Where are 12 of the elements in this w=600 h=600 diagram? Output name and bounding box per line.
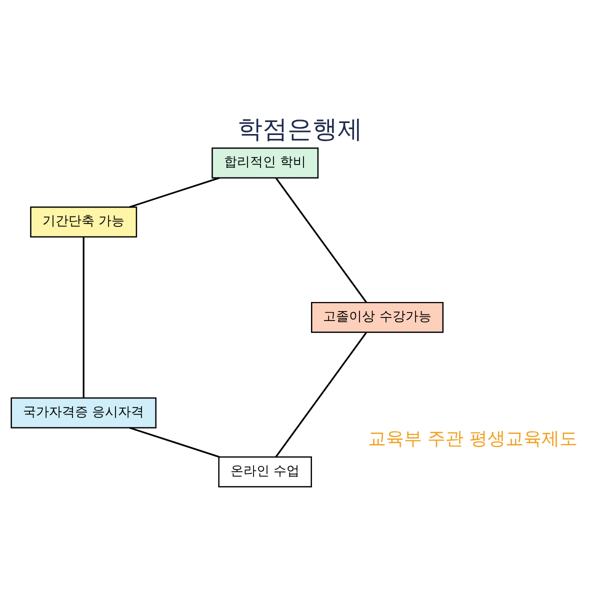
node-box: 합리적인 학비	[212, 147, 319, 178]
connector	[129, 176, 220, 208]
node-box: 기간단축 가능	[30, 206, 138, 237]
connector	[275, 332, 367, 457]
node-box: 온라인 수업	[218, 456, 312, 487]
node-box: 고졸이상 수강가능	[311, 301, 444, 332]
connector	[129, 426, 220, 458]
connector	[275, 177, 368, 302]
diagram-title: 학점은행제	[238, 114, 362, 143]
connector	[82, 236, 84, 398]
node-text: 교육부 주관 평생교육제도	[368, 428, 578, 449]
node-box: 국가자격증 응시자격	[10, 396, 156, 428]
